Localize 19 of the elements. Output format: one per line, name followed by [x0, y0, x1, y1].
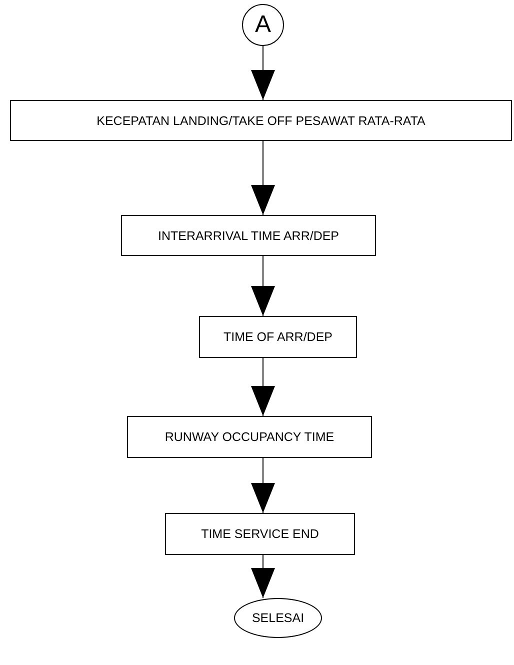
node-label: KECEPATAN LANDING/TAKE OFF PESAWAT RATA-RATA [96, 114, 426, 128]
process-box [121, 215, 376, 256]
arrow [251, 46, 275, 100]
node-label: RUNWAY OCCUPANCY TIME [164, 430, 334, 444]
process-box [127, 416, 372, 458]
process-box [165, 513, 355, 555]
arrow [251, 458, 275, 514]
process-box [10, 100, 512, 141]
node-label: A [254, 11, 271, 39]
arrow [251, 358, 275, 416]
arrow [251, 140, 275, 216]
arrow [251, 256, 275, 316]
process-box [199, 316, 357, 358]
node-label: TIME SERVICE END [201, 527, 319, 541]
arrow [251, 554, 275, 598]
node-label: INTERARRIVAL TIME ARR/DEP [158, 228, 340, 242]
connector-circle [242, 4, 284, 46]
node-label: TIME OF ARR/DEP [223, 330, 333, 344]
node-label: SELESAI [252, 611, 304, 625]
